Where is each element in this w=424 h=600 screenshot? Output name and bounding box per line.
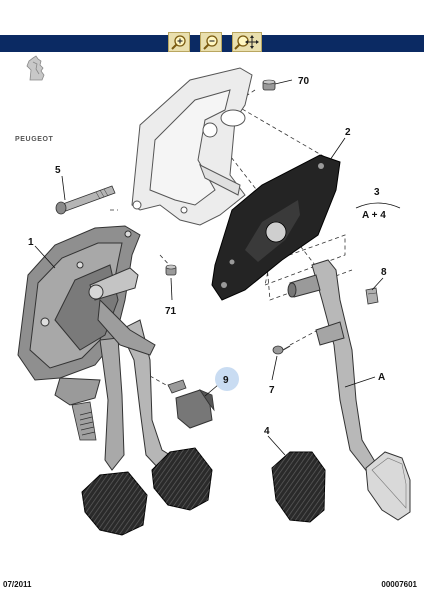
- callout-70: 70: [298, 76, 310, 87]
- nut-70: [262, 79, 276, 91]
- callout-4: 4: [264, 426, 270, 437]
- callout-3-subtitle: A + 4: [362, 210, 386, 221]
- pedal-box-1: [17, 225, 141, 406]
- callout-5: 5: [55, 165, 61, 176]
- callout-1: 1: [28, 237, 34, 248]
- zoom-in-icon: [171, 35, 186, 50]
- pedal-pad-4: [271, 451, 326, 523]
- zoom-out-button[interactable]: [200, 32, 222, 52]
- callout-8: 8: [381, 267, 387, 278]
- lion-logo-icon: [26, 55, 45, 81]
- accelerator-pedal-A: [287, 259, 411, 521]
- pan-zoom-button[interactable]: [232, 32, 262, 52]
- brand-logo-area: PEUGEOT: [0, 52, 72, 143]
- bolt-5: [55, 185, 116, 215]
- callout-71: 71: [165, 306, 177, 317]
- callout-A: A: [378, 372, 385, 383]
- brand-name: PEUGEOT: [15, 136, 54, 143]
- pedal-bracket-upper: [131, 67, 253, 226]
- zoom-in-button[interactable]: [168, 32, 190, 52]
- pan-zoom-icon: [234, 35, 259, 50]
- callout-7: 7: [269, 385, 275, 396]
- footer-code: 00007601: [381, 580, 417, 589]
- callout-highlight-9: [215, 367, 239, 391]
- return-spring: [71, 401, 97, 441]
- switch-9: [167, 379, 215, 429]
- callout-2: 2: [345, 127, 351, 138]
- leader-lines: [34, 79, 401, 456]
- nut-71: [165, 264, 177, 276]
- callout-labels: 70 2 3 A + 4 5 1 71 8 9 7 A 4: [28, 76, 387, 437]
- pedal-pads-left: [81, 447, 213, 536]
- callout-3: 3: [374, 187, 380, 198]
- callout-9: 9: [223, 375, 229, 386]
- gasket-plate-2: [211, 154, 341, 301]
- footer-date: 07/2011: [3, 580, 32, 589]
- pedal-arms-left: [97, 298, 171, 471]
- screw-7: [272, 345, 291, 355]
- clip-8: [365, 287, 379, 305]
- zoom-out-icon: [203, 35, 218, 50]
